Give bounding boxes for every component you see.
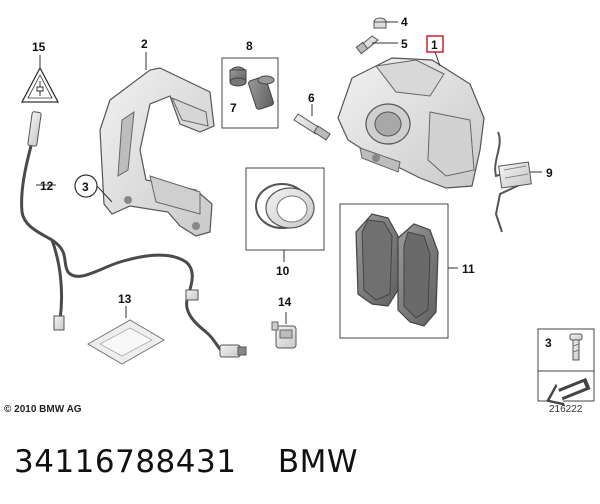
guide-boot-part[interactable] bbox=[229, 66, 247, 87]
parts-diagram: 15 12 2 3 8 7 6 bbox=[20, 15, 595, 412]
callout-12: 12 bbox=[40, 179, 54, 193]
callout-10: 10 bbox=[276, 264, 290, 278]
callout-13: 13 bbox=[118, 292, 132, 306]
caliper-carrier-part[interactable] bbox=[99, 67, 215, 237]
callout-14: 14 bbox=[278, 295, 292, 309]
callout-15: 15 bbox=[32, 40, 46, 54]
part-number: 34116788431 bbox=[14, 444, 237, 480]
callout-8: 8 bbox=[246, 39, 253, 53]
cable-clip-part[interactable] bbox=[271, 321, 297, 349]
callout-11: 11 bbox=[462, 262, 475, 276]
callout-3: 3 bbox=[82, 180, 89, 194]
callout-7: 7 bbox=[230, 101, 237, 115]
bleeder-cap-part[interactable] bbox=[373, 17, 387, 29]
callout-6: 6 bbox=[308, 91, 315, 105]
bleeder-valve-part[interactable] bbox=[355, 35, 379, 55]
brand-name: BMW bbox=[277, 444, 359, 480]
screw-reference-box[interactable]: 3 bbox=[537, 328, 595, 412]
warning-label-part[interactable] bbox=[20, 55, 60, 103]
guide-bush-part[interactable] bbox=[248, 75, 275, 110]
callout-1: 1 bbox=[431, 38, 438, 52]
guide-bolt-part[interactable] bbox=[293, 113, 331, 141]
brake-caliper-part[interactable] bbox=[337, 57, 485, 189]
callout-2: 2 bbox=[141, 37, 148, 51]
brake-pad-set-part[interactable] bbox=[355, 213, 439, 327]
arrow-icon bbox=[546, 377, 591, 406]
callout-9: 9 bbox=[546, 166, 553, 180]
grease-sachet-part[interactable] bbox=[87, 319, 165, 365]
screw-icon bbox=[569, 333, 583, 361]
anti-rattle-spring-part[interactable] bbox=[494, 131, 532, 233]
drawing-number: 216222 bbox=[549, 404, 583, 415]
piston-seal-kit-part[interactable] bbox=[255, 183, 315, 229]
screw-box-number: 3 bbox=[545, 336, 552, 350]
callout-4: 4 bbox=[401, 15, 408, 29]
copyright-text: © 2010 BMW AG bbox=[4, 404, 82, 415]
callout-5: 5 bbox=[401, 37, 408, 51]
brake-pad-wear-sensor-part[interactable] bbox=[20, 111, 247, 358]
part-caption: 34116788431 BMW bbox=[14, 442, 358, 482]
